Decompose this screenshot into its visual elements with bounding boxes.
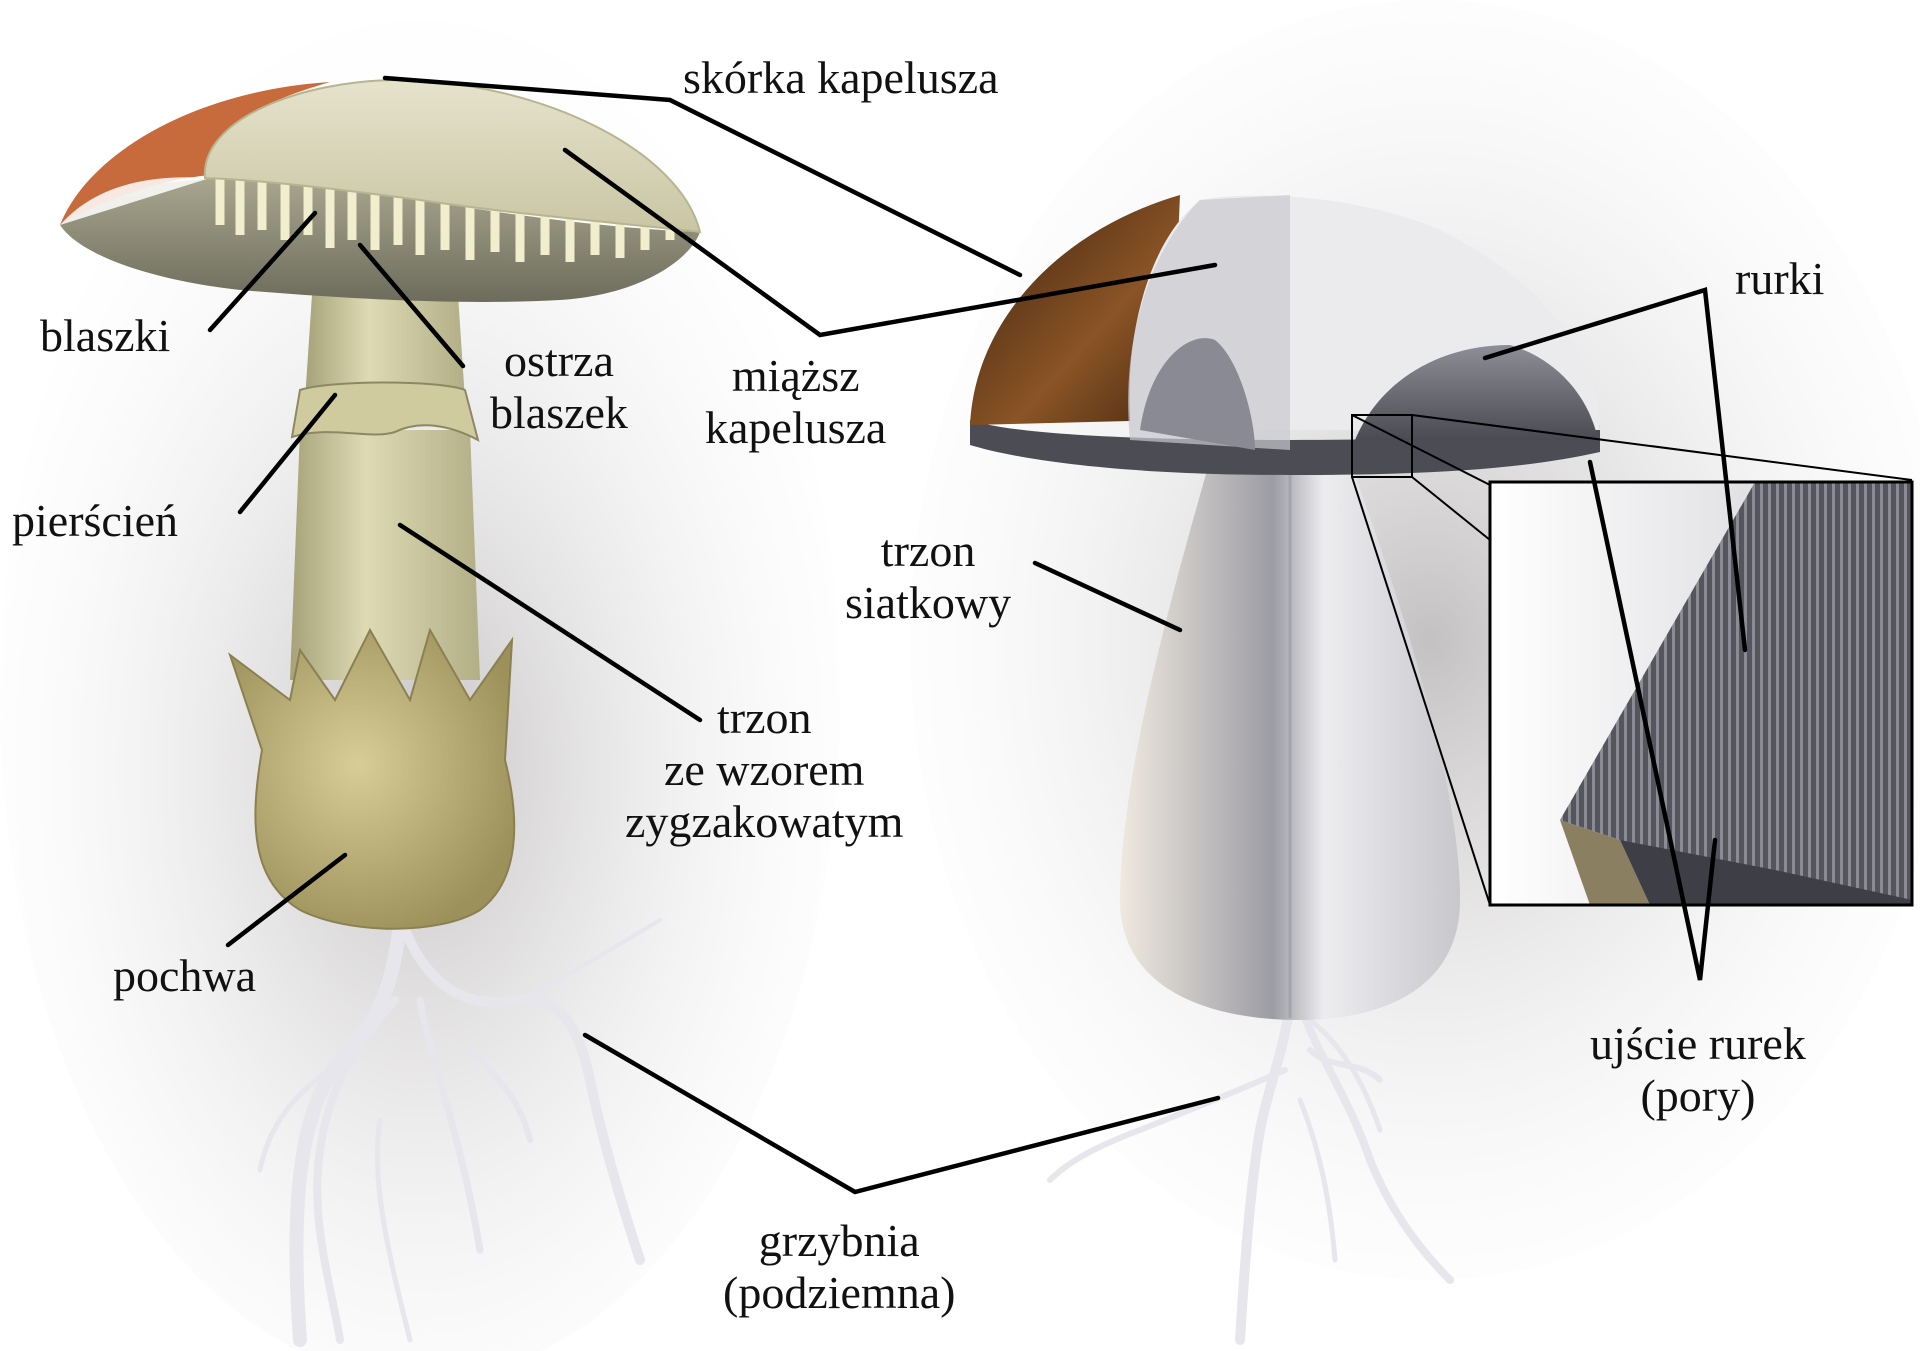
tubes-inset [1488,480,1914,907]
label-ring: pierścień [12,495,179,546]
label-gills: blaszki [40,310,171,361]
leader-pores [1587,459,1718,981]
label-cap-flesh: miąższ kapelusza [705,350,887,453]
leader-ring [237,392,338,515]
label-volva: pochwa [113,950,257,1001]
leader-gills [207,210,318,333]
zoom-projection-lines [1351,414,1913,906]
mycelium-left [257,913,662,1347]
ring [290,381,480,442]
leader-skin [382,75,1023,278]
leader-reticulate-stem [1032,560,1183,633]
right-cap-skin [970,195,1180,425]
volva [228,627,516,930]
label-zigzag-stem: trzon ze wzorem zygzakowatym [625,692,904,847]
leader-gill-edges [357,242,466,369]
label-cap-skin: skórka kapelusza [683,52,999,103]
left-cap-flesh [203,78,702,234]
label-tubes: rurki [1735,253,1825,304]
leader-mycelium [582,1032,1221,1195]
boletus-mushroom [970,195,1914,1345]
leader-flesh [562,147,1218,338]
label-pores: ujście rurek (pory) [1590,1018,1806,1121]
leader-lines [207,75,1748,1195]
mycelium-right [1047,995,1454,1345]
label-reticulate-stem: trzon siatkowy [845,525,1012,628]
label-mycelium: grzybnia (podziemna) [723,1215,956,1318]
gilled-mushroom [60,78,702,1347]
left-stem [290,430,480,680]
label-gill-edges: ostrza blaszek [490,335,628,438]
leader-tubes [1482,287,1748,653]
leader-zigzag-stem [397,522,703,723]
leader-volva [225,852,348,948]
